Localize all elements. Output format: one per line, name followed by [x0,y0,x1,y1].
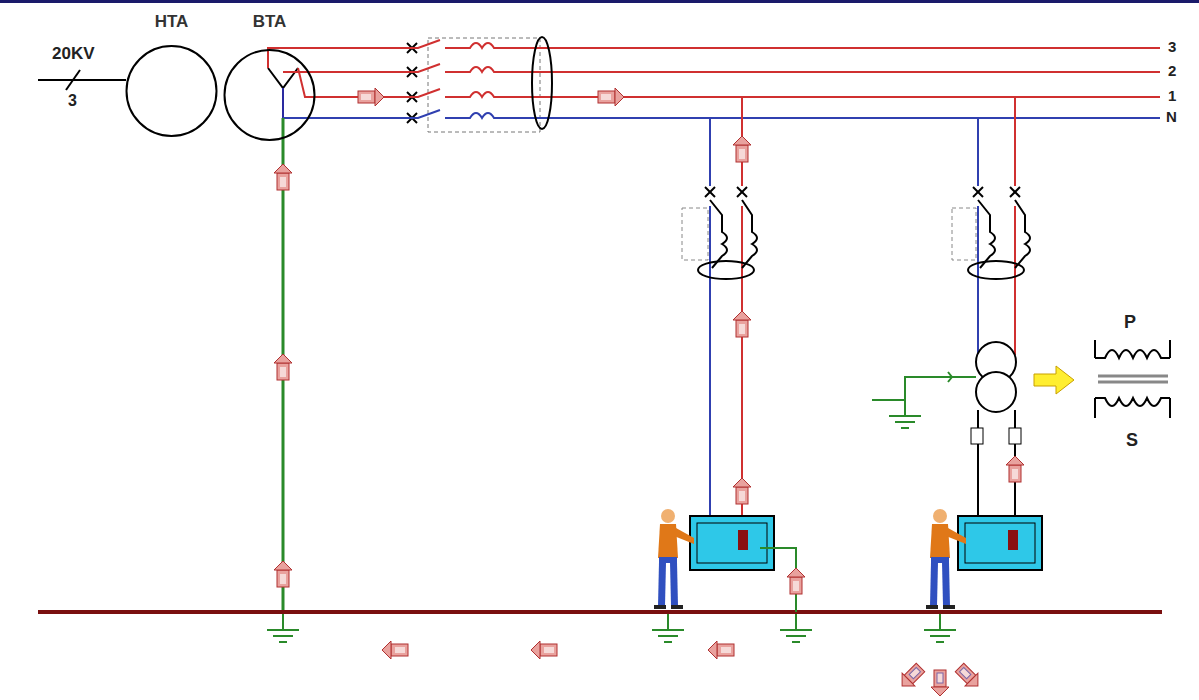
terminal-label: 3 [68,92,77,110]
terminal-label: 2 [1168,62,1176,79]
terminal-label: P [1124,312,1136,333]
terminal-label: N [1166,108,1177,125]
transformer-winding: BTA [222,12,317,144]
winding-label: HTA [124,12,219,32]
transformer-winding: HTA [124,12,219,140]
terminal-label: 3 [1168,38,1176,55]
winding-label: BTA [222,12,317,32]
winding-circle [222,12,317,144]
winding-circle [124,12,219,140]
terminal-label: 20KV [52,44,95,64]
terminal-label: S [1126,430,1138,451]
terminal-label: 1 [1168,87,1176,104]
